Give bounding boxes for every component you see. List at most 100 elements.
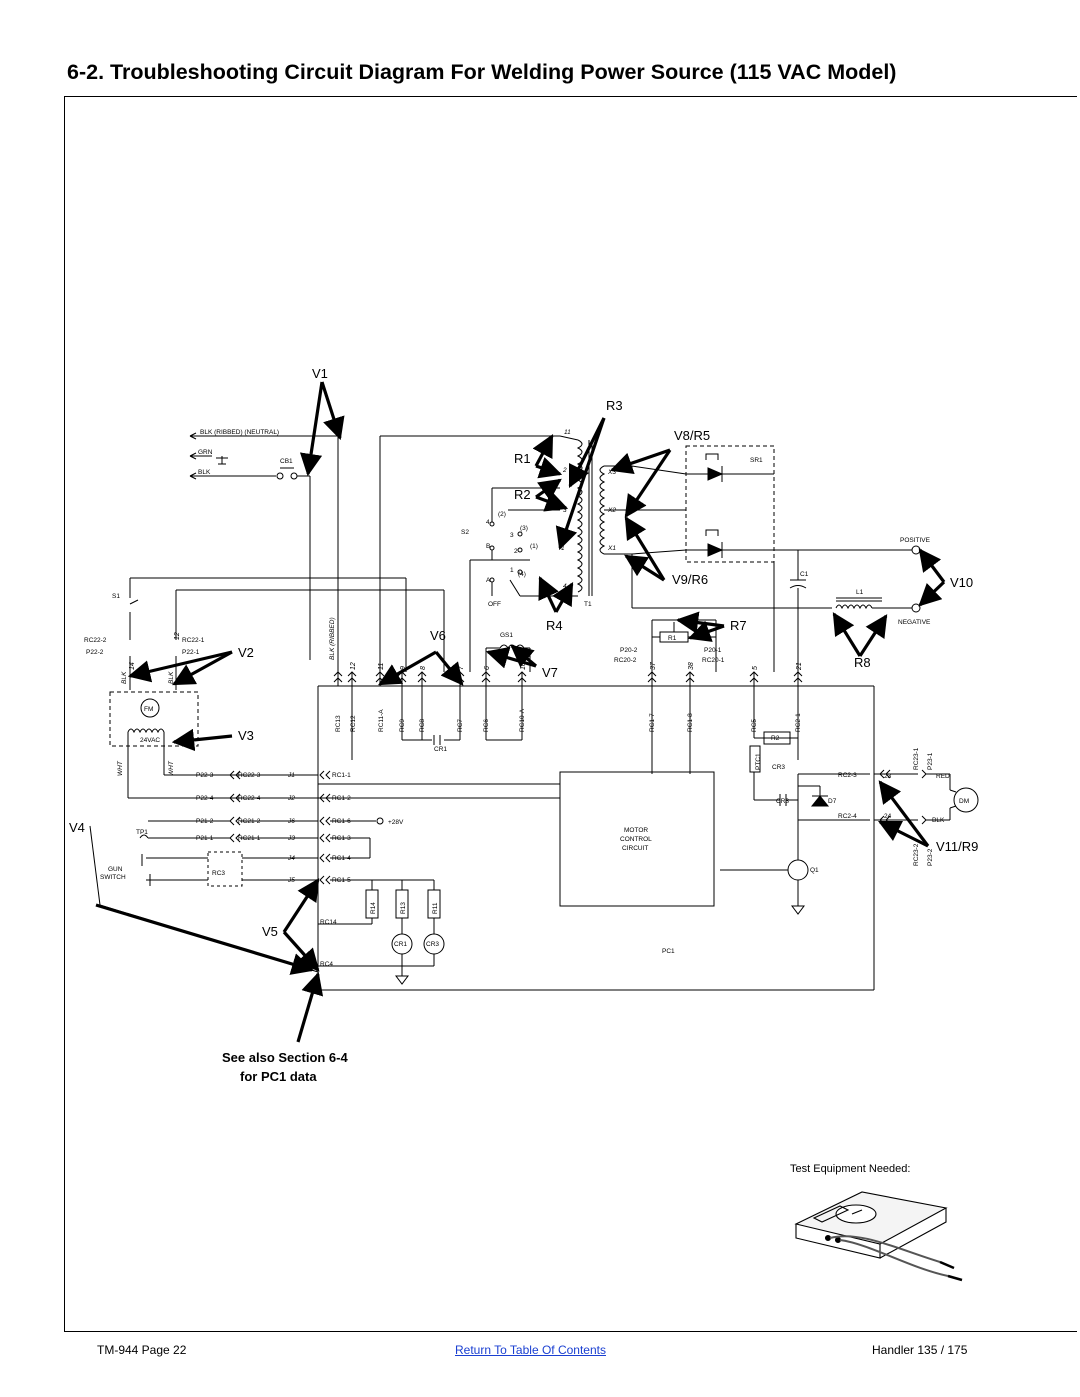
wire-number: 11 (378, 663, 385, 670)
label-dm: DM (959, 798, 969, 805)
wire-number: 37 (650, 661, 657, 670)
footer-model: Handler 135 / 175 (872, 1343, 968, 1357)
callout-v11r9: V11/R9 (936, 839, 978, 854)
rc-pin-label: RC13 (335, 715, 342, 732)
jumper-label: J6 (287, 818, 295, 825)
label-ptc1: PTC1 (755, 753, 762, 770)
rc1-pin-label: RC1-3 (332, 835, 351, 842)
wire-number: 38 (688, 662, 695, 670)
label-motor: MOTOR (624, 827, 648, 834)
label-p20-2: P20-2 (620, 647, 638, 654)
callout-r4: R4 (546, 618, 563, 633)
rc-pin-label: RC7 (457, 719, 464, 732)
jumper-label: J2 (287, 795, 295, 802)
wire-number: 14 (129, 662, 136, 670)
rc-pin-label: RC12 (350, 715, 357, 732)
wire-number: 21 (796, 662, 803, 671)
plug-pin-label: P22-4 (196, 795, 214, 802)
label-rc3: RC3 (212, 870, 225, 877)
transformer-tap-label: X3 (607, 469, 616, 476)
callout-v2: V2 (238, 645, 254, 660)
label-p20-1: P20-1 (704, 647, 722, 654)
transformer-tap-label: 4 (563, 583, 567, 590)
label-cr1: CR1 (434, 746, 447, 753)
label-cb1: CB1 (280, 458, 293, 465)
callout-r3: R3 (606, 398, 623, 413)
label-rc14: RC14 (320, 919, 337, 926)
switch-position-label: 2 (514, 548, 518, 555)
transformer-tap-label: X1 (607, 545, 616, 552)
rc1-pin-label: RC1-4 (332, 855, 351, 862)
label-plus28v: +28V (388, 819, 404, 826)
label-gs1: GS1 (500, 632, 513, 639)
receptacle-pin-label: RC22-3 (238, 772, 261, 779)
switch-position-label: (3) (520, 525, 528, 532)
label-d7: D7 (828, 798, 837, 805)
rc-pin-label: RC5 (751, 719, 758, 732)
wire-number: 10 (520, 662, 527, 670)
switch-position-label: (1) (530, 543, 538, 550)
label-q1: Q1 (810, 867, 819, 874)
wire-number: 5 (752, 666, 759, 670)
page-title: 6-2. Troubleshooting Circuit Diagram For… (67, 60, 897, 84)
label-control: CONTROL (620, 836, 652, 843)
label-s2: S2 (461, 529, 469, 536)
rc-pin-label: RC6 (483, 719, 490, 732)
label-p22-2: P22-2 (86, 649, 104, 656)
rc1-pin-label: RC1-6 (332, 818, 351, 825)
callout-v10: V10 (950, 575, 973, 590)
rc-pin-label: RC11-A (378, 709, 385, 732)
label-blk-tag-1: BLK (121, 671, 128, 684)
wire-number: 12 (174, 632, 181, 640)
rc1-pin-label: RC1-5 (332, 877, 351, 884)
jumper-label: J3 (287, 835, 295, 842)
label-r2-box: R2 (771, 735, 780, 742)
switch-position-label: (4) (518, 571, 526, 578)
switch-position-label: 1 (510, 567, 514, 574)
rc-pin-label: RC1-8 (687, 713, 694, 732)
label-rc23-2: RC23-2 (913, 843, 920, 866)
transformer-tap-label: 1 (561, 545, 565, 552)
label-grn: GRN (198, 449, 213, 456)
label-wht-1: WHT (117, 760, 124, 776)
callout-r1: R1 (514, 451, 531, 466)
label-sr1: SR1 (750, 457, 763, 464)
label-rc20-2: RC20-2 (614, 657, 637, 664)
label-red: RED (936, 773, 950, 780)
rc-pin-label: RC2-1 (795, 713, 802, 732)
label-rc20-1: RC20-1 (702, 657, 725, 664)
rc1-pin-label: RC1-2 (332, 795, 351, 802)
label-rc2-4: RC2-4 (838, 813, 857, 820)
label-rc2-3: RC2-3 (838, 772, 857, 779)
label-positive: POSITIVE (900, 537, 931, 544)
return-to-toc-link[interactable]: Return To Table Of Contents (455, 1343, 606, 1357)
multimeter-icon (794, 1191, 963, 1282)
label-r11: R11 (432, 902, 439, 914)
transformer-tap-label: 3 (563, 507, 567, 514)
label-circuit: CIRCUIT (622, 845, 648, 852)
callout-r2: R2 (514, 487, 531, 502)
switch-position-label: A (486, 577, 491, 584)
receptacle-pin-label: RC21-2 (238, 818, 261, 825)
wire-number: 7 (458, 665, 465, 670)
label-tp1: TP1 (136, 829, 148, 836)
label-blk-tag-2: BLK (168, 671, 175, 684)
callout-v6: V6 (430, 628, 446, 643)
rc-pin-label: RC1-7 (649, 713, 656, 732)
callout-v8r5: V8/R5 (674, 428, 710, 443)
callout-r8: R8 (854, 655, 871, 670)
transformer-tap-label: X2 (607, 507, 616, 514)
wire-number: 8 (420, 666, 427, 670)
label-p22-1: P22-1 (182, 649, 200, 656)
switch-position-label: (2) (498, 511, 506, 518)
plug-pin-label: P21-1 (196, 835, 214, 842)
test-equipment-label: Test Equipment Needed: (790, 1163, 910, 1175)
label-pc1: PC1 (662, 948, 675, 955)
transformer-tap-label: 11 (564, 429, 571, 436)
label-blk-motor: BLK (932, 817, 945, 824)
label-negative: NEGATIVE (898, 619, 931, 626)
label-rc23-1: RC23-1 (913, 747, 920, 770)
transformer-tap-label: 2 (562, 467, 567, 474)
label-wht-2: WHT (168, 760, 175, 776)
